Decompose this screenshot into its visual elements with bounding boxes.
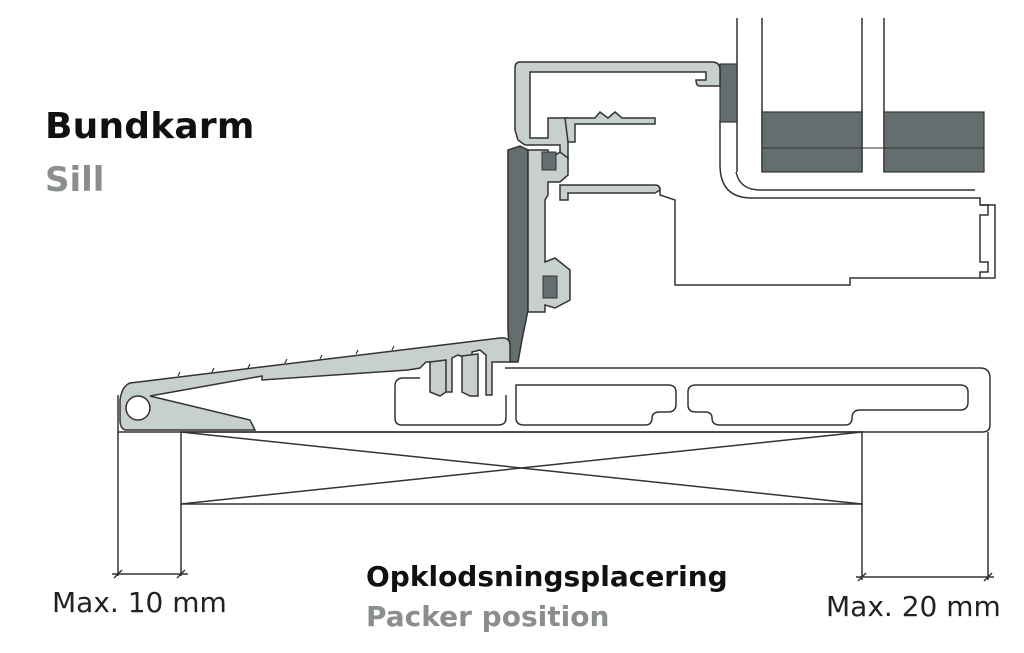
sill-chamber (687, 384, 969, 426)
dimension-tick (857, 572, 867, 582)
sill-cover-profile (119, 337, 511, 431)
packer-cross (180, 431, 863, 505)
clip-insert (542, 275, 558, 299)
packer-box (180, 431, 863, 505)
sill-cover-ribs (177, 345, 395, 377)
packer-label-danish: Opklodsningsplacering (366, 560, 728, 593)
clip-insert (541, 151, 557, 171)
packer-label-english: Packer position (366, 600, 610, 633)
sill-cover-leg (429, 359, 447, 397)
sash-frame-edge (980, 204, 996, 279)
sill-chamber (394, 392, 507, 426)
sill-title-english: Sill (45, 160, 105, 200)
sill-chamber (394, 377, 420, 392)
dimension-label-right: Max. 20 mm (826, 590, 1001, 623)
aluminium-clip (564, 110, 656, 143)
sill-cover-hook (125, 395, 151, 421)
sill-title-danish: Bundkarm (45, 106, 255, 147)
glass-pane (761, 111, 863, 173)
dimension-label-left: Max. 10 mm (52, 586, 227, 619)
dimension-tick (176, 569, 186, 579)
aluminium-clip (559, 184, 661, 201)
dimension-tick (983, 572, 993, 582)
glass-pane (883, 111, 985, 173)
sill-chamber (515, 384, 677, 426)
weather-gasket (507, 145, 529, 363)
vertical-profile (527, 149, 571, 313)
sill-cover-leg (461, 353, 479, 397)
sill-base-outline (117, 367, 991, 433)
aluminium-frame-profile (514, 61, 721, 161)
sash-frame-inner (735, 171, 975, 191)
dimension-tick (113, 569, 123, 579)
glazing-bead (719, 63, 738, 123)
